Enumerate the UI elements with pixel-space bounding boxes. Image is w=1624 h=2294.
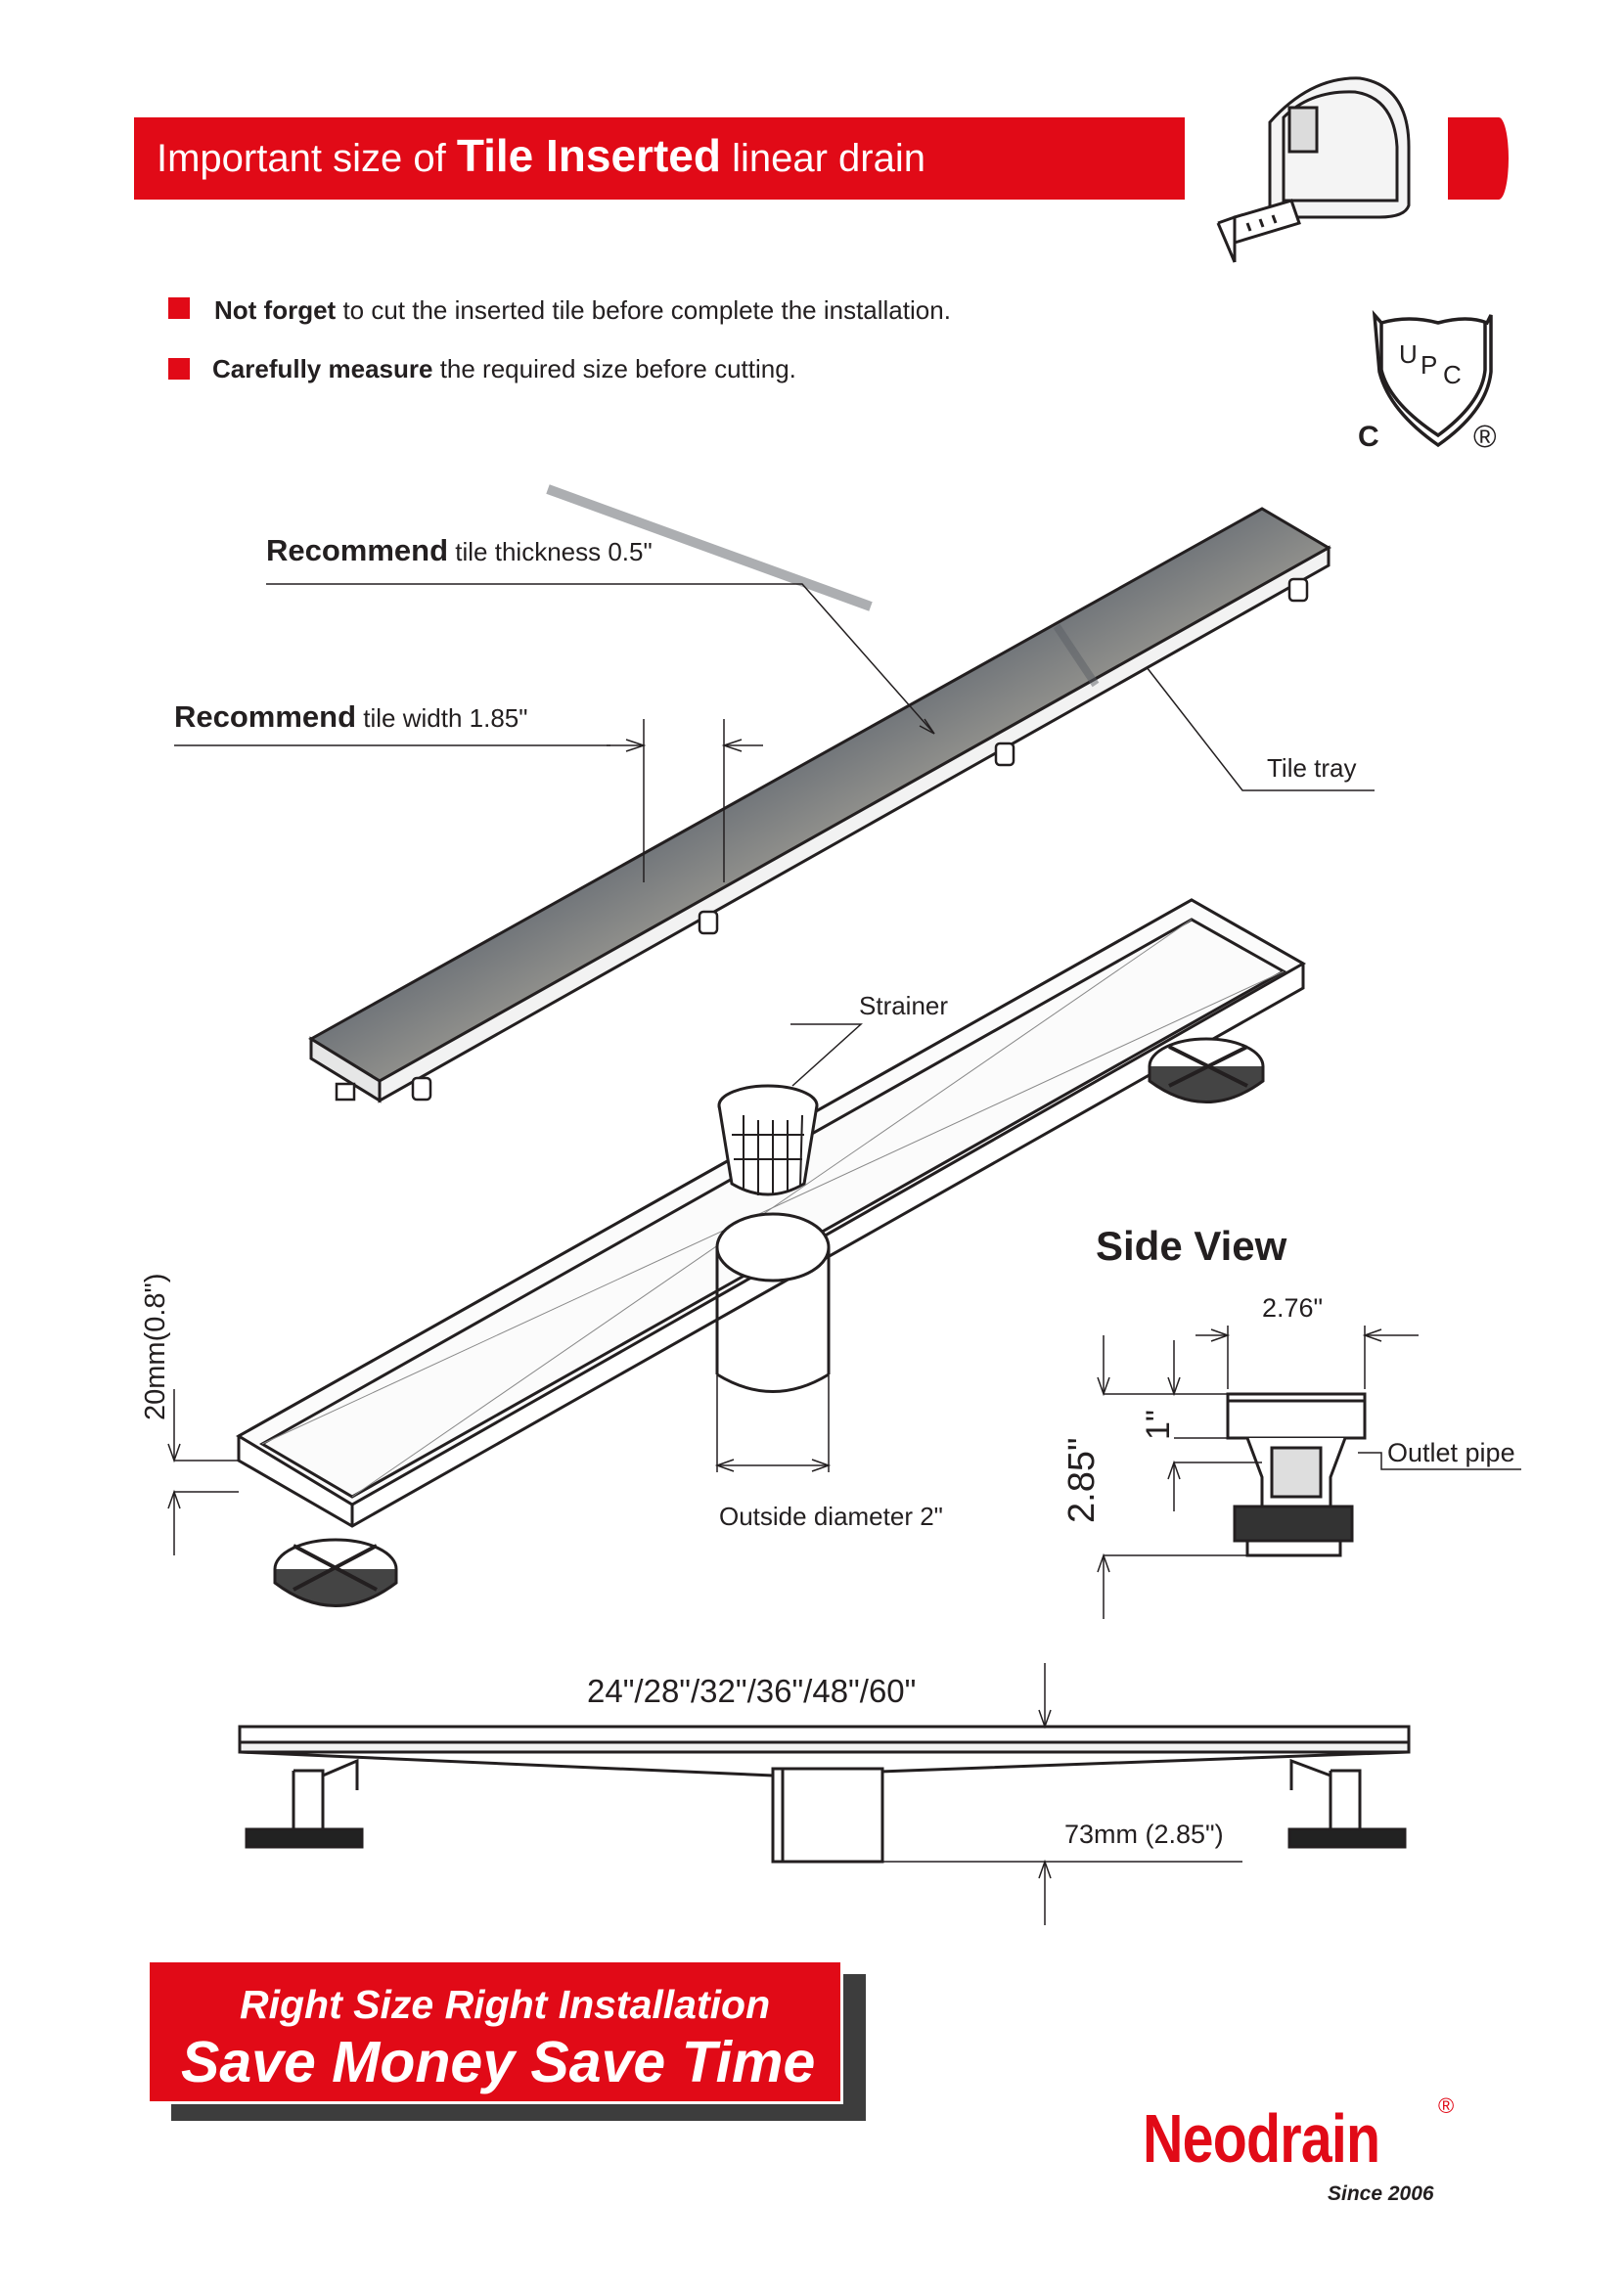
side-view-width-label: 2.76" <box>1262 1293 1324 1323</box>
front-view-drawing <box>238 1725 1411 1864</box>
upc-letter-u: U <box>1399 339 1418 369</box>
leveling-foot-right <box>1148 1037 1265 1103</box>
drain-channel-drawing <box>236 898 1307 1607</box>
bullet-marker <box>168 358 190 380</box>
side-view-body-height-label: 1" <box>1140 1410 1177 1440</box>
tile-tray-drawing <box>308 484 1332 1103</box>
promo-line-2: Save Money Save Time <box>181 2030 816 2094</box>
header-tab-accent <box>1448 117 1509 200</box>
page-title: Important size of Tile Inserted linear d… <box>157 130 925 181</box>
note-1: Not forget to cut the inserted tile befo… <box>214 295 951 325</box>
side-view-drawing <box>1226 1392 1367 1557</box>
upc-letter-c: C <box>1443 360 1462 389</box>
front-height-label: 73mm (2.85") <box>1064 1820 1224 1849</box>
dimension-lines <box>167 583 1521 1925</box>
height-20mm-label: 20mm(0.8") <box>140 1273 171 1421</box>
outlet-pipe-label: Outlet pipe <box>1387 1438 1515 1467</box>
outside-diameter-label: Outside diameter 2" <box>719 1502 943 1531</box>
note-2: Carefully measure the required size befo… <box>212 354 796 383</box>
brand-since: Since 2006 <box>1328 2182 1434 2205</box>
side-view-total-height-label: 2.85" <box>1061 1437 1103 1523</box>
length-options-label: 24"/28"/32"/36"/48"/60" <box>587 1673 917 1709</box>
strainer-label: Strainer <box>859 991 949 1020</box>
upc-letter-p: P <box>1421 350 1438 380</box>
upc-c-mark: C <box>1358 421 1379 453</box>
bullet-marker <box>168 297 190 319</box>
upc-registered-mark: ® <box>1473 419 1497 454</box>
brand-registered-mark: ® <box>1438 2093 1455 2118</box>
promo-line-1: Right Size Right Installation <box>240 1982 771 2027</box>
header-banner <box>134 117 1185 200</box>
leveling-foot-left <box>273 1538 398 1607</box>
promo-banner <box>147 1959 843 2104</box>
tile-width-callout: Recommend tile width 1.85" <box>174 699 528 734</box>
brand-logo: Neodrain <box>1143 2100 1380 2177</box>
side-view-title: Side View <box>1096 1223 1287 1269</box>
tile-tray-label: Tile tray <box>1267 753 1357 783</box>
strainer-basket-icon <box>717 1084 819 1196</box>
tile-thickness-callout: Recommend tile thickness 0.5" <box>266 533 653 567</box>
upc-shield-icon <box>1372 309 1493 448</box>
tape-measure-icon <box>1216 76 1411 263</box>
